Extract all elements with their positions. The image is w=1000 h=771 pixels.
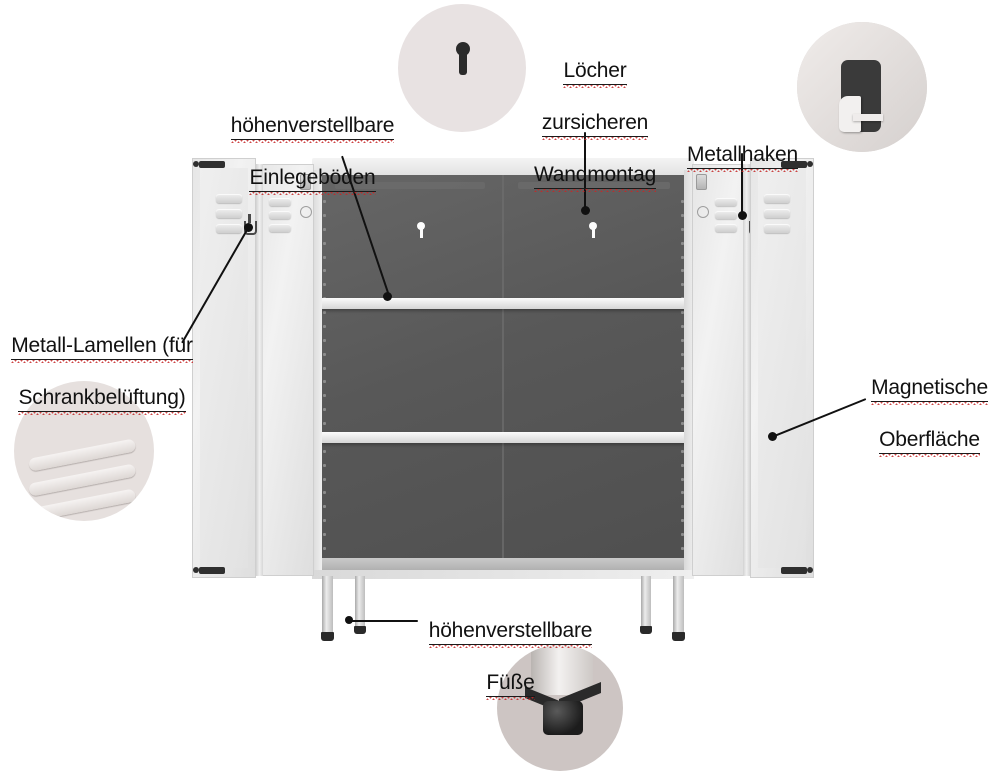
cabinet-frame-left xyxy=(312,170,322,575)
door-right-louver-2 xyxy=(764,209,790,218)
hook-inset xyxy=(797,22,927,152)
annotation-einlegeboeden-line-1: höhenverstellbare xyxy=(230,113,394,143)
door-lock-right[interactable] xyxy=(697,206,709,218)
metal-hook-icon-lip xyxy=(853,114,883,121)
adjustable-foot-icon-leg xyxy=(531,645,593,695)
door-right-outer-inner-panel xyxy=(758,168,806,568)
hook-top-bar-left xyxy=(248,214,251,223)
door-right-inner[interactable] xyxy=(692,164,762,576)
louver-inset xyxy=(14,381,154,521)
adjustable-shelf-lower xyxy=(320,432,686,443)
hinge-pin-bottom-left-outer xyxy=(193,567,199,573)
back-panel-top-lip-right xyxy=(518,182,670,189)
foot-inset xyxy=(497,645,623,771)
door-right-louver-3 xyxy=(764,224,790,233)
hinge-top-left-outer xyxy=(199,161,225,168)
annotation-magnetische-oberflaeche-line-1: Magnetische xyxy=(871,375,988,405)
door-left-inner-louver-2 xyxy=(269,211,291,219)
shelf-pin-strip-left xyxy=(323,200,326,550)
annotation-einlegeboeden-line-2: Einlegeböden xyxy=(249,165,376,195)
annotation-wandmontage: Löcher zursicheren Wandmontag xyxy=(520,33,670,192)
adjustable-foot-icon-pad xyxy=(543,701,583,735)
cabinet-frame-right xyxy=(684,170,694,575)
keyhole-icon-stem xyxy=(459,49,467,75)
keyhole-mounting-hole-right xyxy=(589,222,597,238)
door-left-inner-louver-3 xyxy=(269,224,291,232)
keyhole-inset xyxy=(398,4,526,132)
adjustable-foot-back-right xyxy=(640,626,652,634)
hinge-pin-bottom-right-outer xyxy=(807,567,813,573)
cabinet-leg-front-right xyxy=(673,576,684,634)
door-lock-left[interactable] xyxy=(300,206,312,218)
cabinet-leg-back-left xyxy=(355,576,365,628)
leader-fuesse xyxy=(350,620,418,622)
annotation-fuesse-line-1: höhenverstellbare xyxy=(428,618,592,648)
adjustable-foot-front-right xyxy=(672,632,685,641)
door-right-inner-louver-1 xyxy=(715,198,737,206)
door-left-outer[interactable] xyxy=(192,158,256,578)
back-panel-top-lip-left xyxy=(335,182,485,189)
hinge-pin-top-right-outer xyxy=(807,161,813,167)
leader-dot-metallhaken xyxy=(738,211,747,220)
annotation-metall-lamellen-line-2: Schrankbelüftung) xyxy=(18,385,186,415)
door-right-inner-louver-2 xyxy=(715,211,737,219)
door-left-inner-louver-1 xyxy=(269,198,291,206)
annotation-wandmontage-line-3: Wandmontag xyxy=(533,162,656,192)
cabinet-leg-back-right xyxy=(641,576,651,628)
hinge-pin-top-left-outer xyxy=(193,161,199,167)
leader-dot-wandmontage xyxy=(581,206,590,215)
door-right-inner-face xyxy=(692,164,750,576)
annotation-fuesse-line-2: Füße xyxy=(486,670,535,700)
annotation-wandmontage-line-1: Löcher xyxy=(563,58,627,88)
door-latch-right[interactable] xyxy=(696,174,707,190)
door-left-outer-inner-panel xyxy=(200,168,248,568)
adjustable-foot-back-left xyxy=(354,626,366,634)
annotation-metall-lamellen-line-1: Metall-Lamellen (für xyxy=(11,333,193,363)
cabinet-top-panel xyxy=(312,158,694,175)
annotation-metallhaken-line-1: Metallhaken xyxy=(686,142,798,172)
cabinet-illustration xyxy=(180,140,820,650)
annotation-wandmontage-line-2: zursicheren xyxy=(541,110,649,140)
annotation-magnetische-oberflaeche: Magnetische Oberfläche xyxy=(862,350,997,457)
cabinet-frame-bottom xyxy=(312,570,694,579)
leader-dot-fuesse xyxy=(345,616,353,624)
annotation-einlegeboeden: höhenverstellbare Einlegeböden xyxy=(205,88,420,195)
annotation-metall-lamellen: Metall-Lamellen (für Schrankbelüftung) xyxy=(2,308,202,415)
door-right-inner-rail xyxy=(743,164,750,576)
door-right-outer[interactable] xyxy=(750,158,814,578)
hinge-top-right-outer xyxy=(781,161,807,168)
door-louver-3 xyxy=(216,224,242,233)
annotation-magnetische-oberflaeche-line-2: Oberfläche xyxy=(879,427,980,457)
door-latch-left[interactable] xyxy=(300,174,311,190)
leader-dot-magnetische-oberflaeche xyxy=(768,432,777,441)
door-left-inner[interactable] xyxy=(244,164,314,576)
door-louver-2 xyxy=(216,209,242,218)
hinge-bottom-left-outer xyxy=(199,567,225,574)
annotation-fuesse: höhenverstellbare Füße xyxy=(418,593,603,700)
hinge-bottom-right-outer xyxy=(781,567,807,574)
metal-hook-icon-tongue xyxy=(839,96,861,132)
annotation-metallhaken: Metallhaken xyxy=(660,117,825,172)
door-right-louver-1 xyxy=(764,194,790,203)
cabinet-leg-front-left xyxy=(322,576,333,634)
back-panel-seam xyxy=(502,175,504,573)
door-right-inner-louver-3 xyxy=(715,224,737,232)
leader-dot-einlegeboeden xyxy=(383,292,392,301)
door-louver-1 xyxy=(216,194,242,203)
door-left-inner-rail xyxy=(256,164,263,576)
adjustable-foot-front-left xyxy=(321,632,334,641)
adjustable-shelf-upper xyxy=(320,298,686,309)
keyhole-mounting-hole-left xyxy=(417,222,425,238)
leader-dot-metall-lamellen xyxy=(244,223,253,232)
